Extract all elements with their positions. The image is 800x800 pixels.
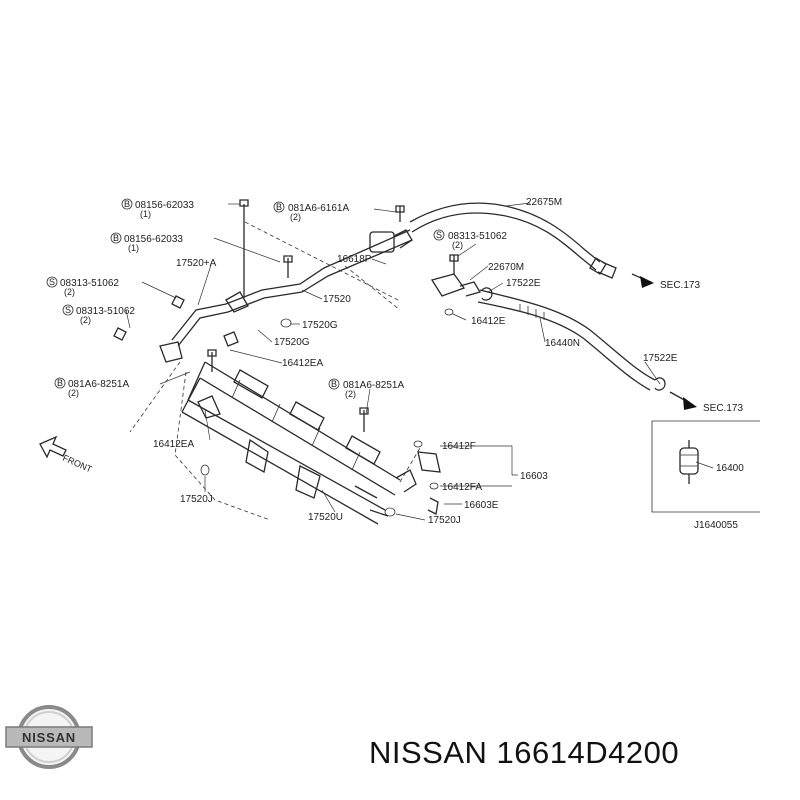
label-16412F: 16412F xyxy=(442,441,476,452)
connector-block xyxy=(430,254,666,391)
bolts-left xyxy=(113,295,396,517)
callout-08313-51062-left-a: S 08313-51062 (2) xyxy=(46,276,119,297)
svg-text:08313-51062: 08313-51062 xyxy=(60,278,119,289)
label-16412E: 16412E xyxy=(471,316,506,327)
svg-text:(2): (2) xyxy=(64,287,75,297)
label-16603E: 16603E xyxy=(464,500,499,511)
label-17520A: 17520+A xyxy=(176,258,217,269)
svg-text:B: B xyxy=(331,379,337,389)
front-arrow-icon: FRONT xyxy=(39,435,94,475)
label-17520G-a: 17520G xyxy=(302,320,338,331)
label-16412EA-b: 16412EA xyxy=(153,439,194,450)
label-16603: 16603 xyxy=(520,471,548,482)
fuel-damper xyxy=(369,205,413,253)
label-sec173-bottom: SEC.173 xyxy=(703,403,743,414)
assembly-dashed-lines xyxy=(129,221,421,521)
svg-text:B: B xyxy=(124,199,130,209)
svg-text:(2): (2) xyxy=(452,240,463,250)
callout-08156-62033-top: B 08156-62033 (1) xyxy=(121,198,194,219)
svg-text:081A6-8251A: 081A6-8251A xyxy=(68,379,129,390)
svg-text:(2): (2) xyxy=(68,388,79,398)
label-17522E-right: 17522E xyxy=(643,353,678,364)
callout-081A6-8251A-left: B 081A6-8251A (2) xyxy=(54,377,129,398)
label-17520J-left: 17520J xyxy=(180,494,213,505)
svg-text:B: B xyxy=(113,233,119,243)
nissan-logo: NISSAN xyxy=(5,705,93,769)
label-16412FA: 16412FA xyxy=(442,482,482,493)
label-17520G-b: 17520G xyxy=(274,337,310,348)
label-16412EA-a: 16412EA xyxy=(282,358,323,369)
svg-text:(2): (2) xyxy=(345,389,356,399)
svg-text:08156-62033: 08156-62033 xyxy=(135,200,194,211)
callout-08313-51062-left-b: S 08313-51062 (2) xyxy=(62,304,135,325)
fuel-hose-upper xyxy=(409,202,617,279)
svg-text:(2): (2) xyxy=(290,212,301,222)
svg-text:081A6-8251A: 081A6-8251A xyxy=(343,380,404,391)
label-17520U: 17520U xyxy=(308,512,343,523)
svg-text:(2): (2) xyxy=(80,315,91,325)
diagram-code: J1640055 xyxy=(694,520,738,531)
fuel-hose-lower xyxy=(477,289,656,391)
label-16400: 16400 xyxy=(716,463,744,474)
label-16618P: 16618P xyxy=(337,254,372,265)
svg-text:(1): (1) xyxy=(128,243,139,253)
callout-081A6-6161A: B 081A6-6161A (2) xyxy=(273,201,349,222)
callout-08156-62033-mid: B 08156-62033 (1) xyxy=(110,232,183,253)
label-17522E-top: 17522E xyxy=(506,278,541,289)
label-sec173-top: SEC.173 xyxy=(660,280,700,291)
svg-text:081A6-6161A: 081A6-6161A xyxy=(288,203,349,214)
svg-text:S: S xyxy=(65,305,71,315)
fuel-rail xyxy=(159,341,417,525)
svg-text:08313-51062: 08313-51062 xyxy=(76,306,135,317)
sec-arrows xyxy=(631,273,697,410)
label-22675M: 22675M xyxy=(526,197,562,208)
svg-text:08313-51062: 08313-51062 xyxy=(448,231,507,242)
callout-08313-51062-right: S 08313-51062 (2) xyxy=(433,229,507,250)
label-16440N: 16440N xyxy=(545,338,580,349)
label-17520J-right: 17520J xyxy=(428,515,461,526)
fuel-tube-17520 xyxy=(171,199,413,347)
svg-text:S: S xyxy=(436,230,442,240)
fuel-filter-inset: 16400 xyxy=(651,420,760,513)
label-22670M: 22670M xyxy=(488,262,524,273)
svg-text:(1): (1) xyxy=(140,209,151,219)
leader-lines xyxy=(125,202,714,521)
svg-text:B: B xyxy=(276,202,282,212)
callout-081A6-8251A-right: B 081A6-8251A (2) xyxy=(328,378,404,399)
svg-text:B: B xyxy=(57,378,63,388)
svg-text:08156-62033: 08156-62033 xyxy=(124,234,183,245)
part-title: NISSAN 16614D4200 xyxy=(369,735,680,770)
svg-text:FRONT: FRONT xyxy=(61,453,94,475)
svg-text:NISSAN: NISSAN xyxy=(22,730,76,745)
label-17520: 17520 xyxy=(323,294,351,305)
fuel-injector xyxy=(413,440,441,515)
svg-text:S: S xyxy=(49,277,55,287)
